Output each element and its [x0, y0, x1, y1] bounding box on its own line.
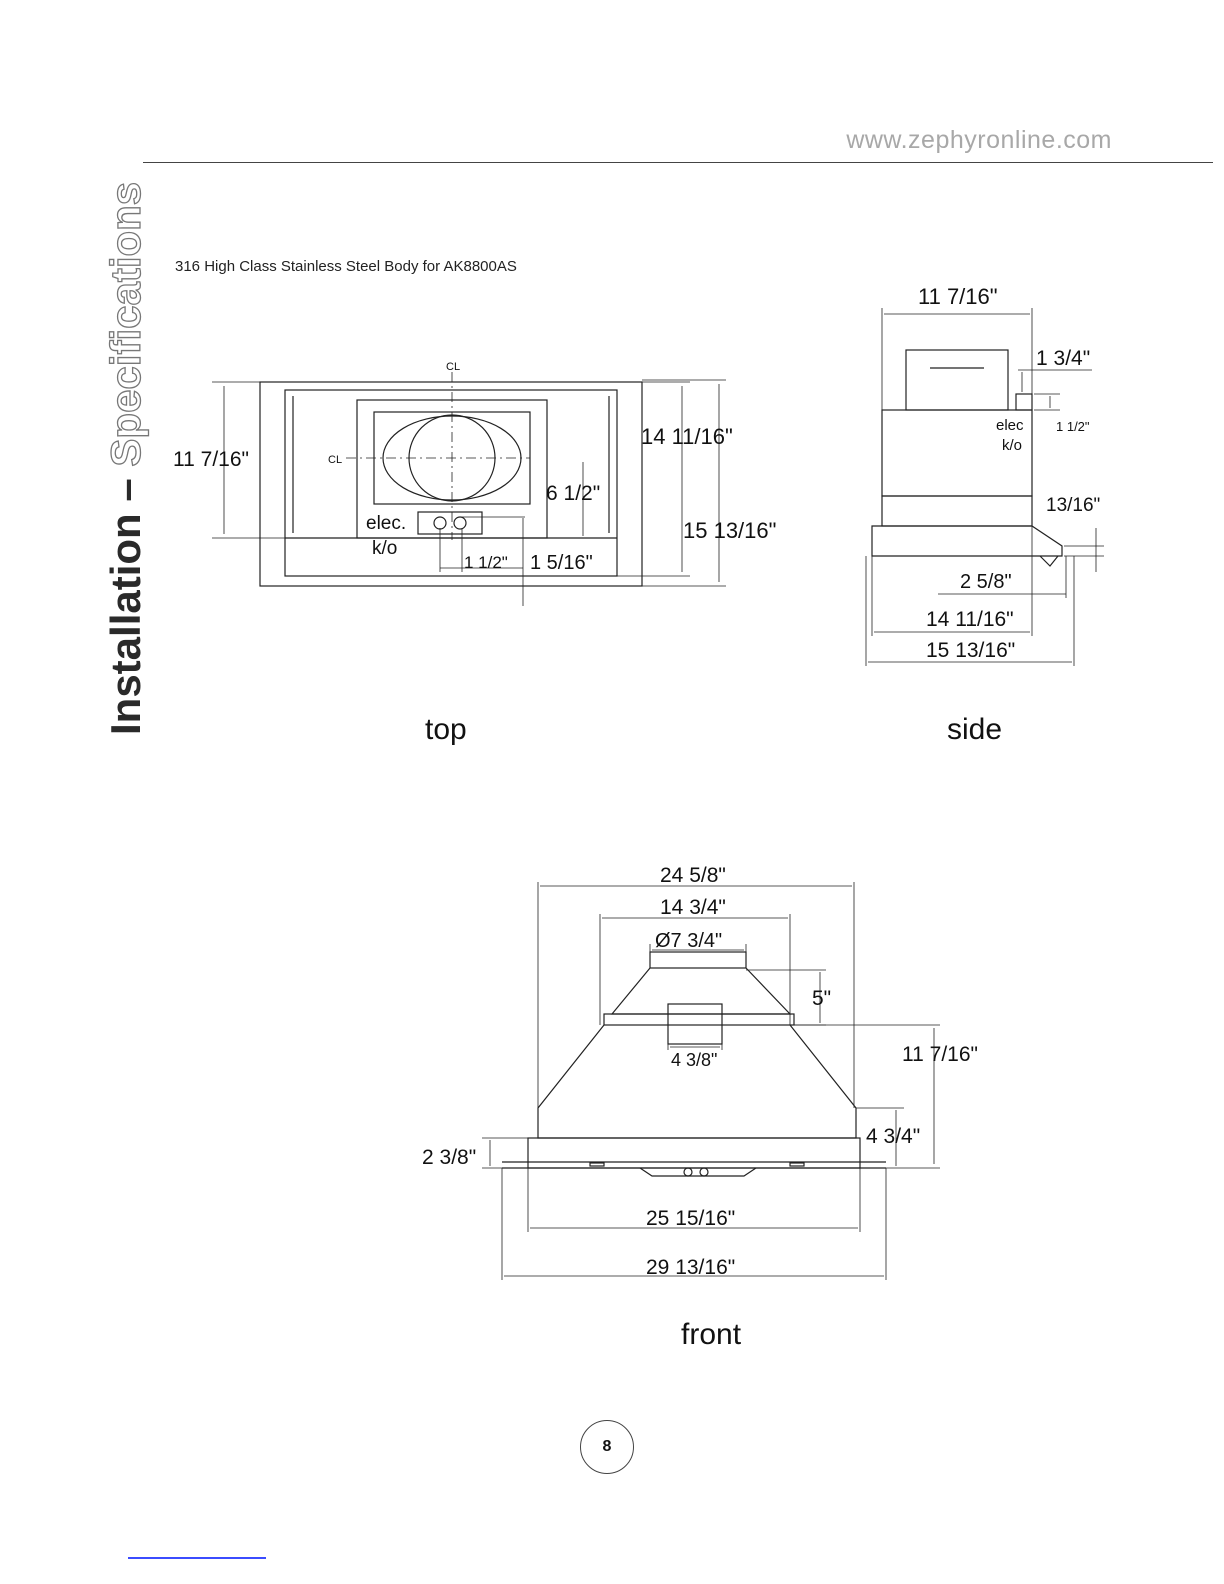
top-centerline-label-horizontal: CL	[328, 454, 342, 466]
front-view-dimension-lines	[482, 882, 940, 1280]
side-elec-label: elec	[996, 417, 1024, 434]
side-dim-elec-height: 1 3/4"	[1036, 347, 1090, 370]
footer-line	[128, 1557, 266, 1559]
side-dim-top-width: 11 7/16"	[918, 284, 998, 309]
header-url[interactable]: www.zephyronline.com	[846, 126, 1112, 154]
header-rule	[143, 162, 1213, 163]
side-dim-depth-inner: 14 11/16"	[926, 608, 1014, 631]
top-dim-left-height: 11 7/16"	[173, 448, 249, 471]
front-dim-body-width: 24 5/8"	[660, 864, 726, 887]
front-view-outline	[502, 951, 886, 1177]
top-dim-elec-offset-a: 1 1/2"	[464, 553, 508, 572]
top-centerline-label-vertical: CL	[446, 361, 460, 373]
front-dim-duct-base-width: 14 3/4"	[660, 896, 726, 919]
top-elec-label: elec.	[366, 513, 406, 534]
view-label-side: side	[947, 713, 1003, 746]
top-ko-label: k/o	[372, 538, 397, 559]
front-dim-elec-width: 4 3/8"	[671, 1050, 717, 1070]
top-dim-depth-inner: 14 11/16"	[641, 424, 733, 449]
view-label-top: top	[425, 713, 467, 746]
drawing-subtitle: 316 High Class Stainless Steel Body for …	[175, 258, 517, 275]
front-dim-flange-height: 2 3/8"	[422, 1146, 476, 1169]
top-dim-duct-offset: 6 1/2"	[546, 482, 600, 505]
view-label-front: front	[681, 1318, 742, 1351]
top-view-centerlines	[346, 372, 530, 540]
top-view-dimension-lines	[212, 379, 726, 606]
front-dim-overall-height: 11 7/16"	[902, 1043, 978, 1066]
side-ko-label: k/o	[1002, 437, 1022, 454]
side-dim-lip: 13/16"	[1046, 495, 1100, 516]
page-number: 8	[580, 1420, 634, 1474]
top-dim-depth-outer: 15 13/16"	[683, 518, 776, 543]
side-dim-elec-depth: 1 1/2"	[1056, 419, 1090, 434]
front-dim-flange-width: 29 13/16"	[646, 1256, 735, 1279]
front-dim-duct-diameter: Ø7 3/4"	[655, 930, 722, 952]
front-dim-liner-height: 4 3/4"	[866, 1125, 920, 1148]
side-dim-front-overhang: 2 5/8"	[960, 571, 1012, 593]
side-view-dimension-lines	[865, 308, 1104, 666]
front-dim-bottom-width: 25 15/16"	[646, 1207, 735, 1230]
front-dim-duct-height: 5"	[812, 987, 831, 1010]
side-view-outline	[871, 349, 1063, 567]
top-dim-elec-offset-b: 1 5/16"	[530, 552, 593, 574]
side-dim-depth-outer: 15 13/16"	[926, 639, 1015, 662]
